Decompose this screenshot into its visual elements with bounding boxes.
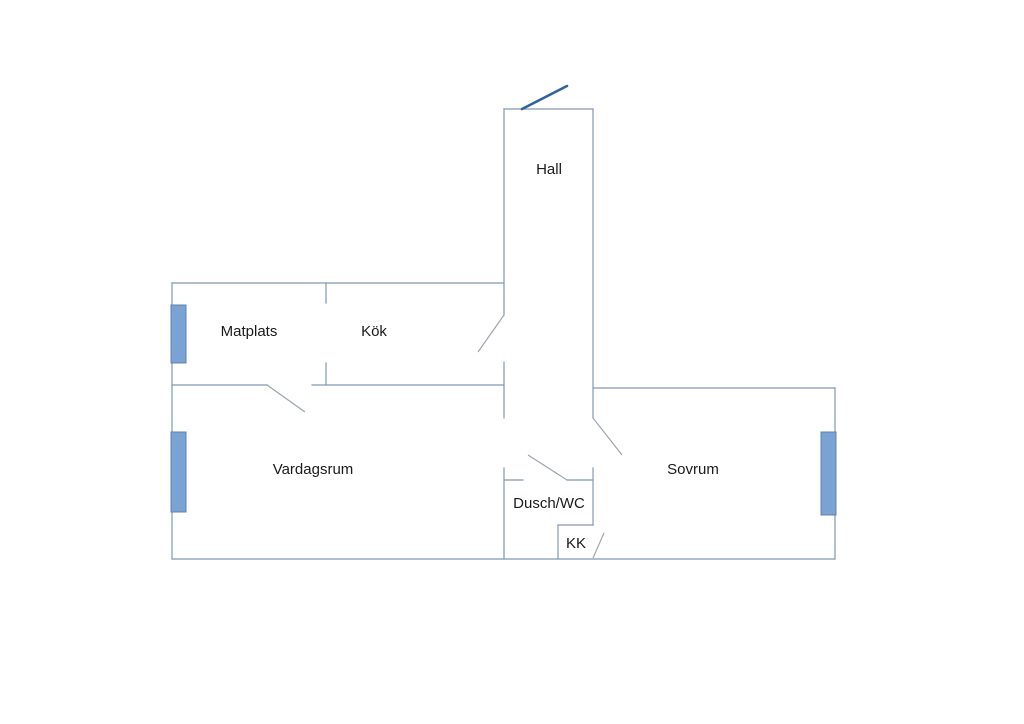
room-label-dusch-wc: Dusch/WC xyxy=(513,495,585,512)
windows xyxy=(170,304,837,516)
duschwc-door xyxy=(527,454,568,481)
room-label-sovrum: Sovrum xyxy=(667,461,719,478)
room-label-hall: Hall xyxy=(536,161,562,178)
doors xyxy=(266,84,623,559)
sovrum-door xyxy=(592,417,623,456)
room-labels: Hall Matplats Kök Vardagsrum Sovrum Dusc… xyxy=(221,161,719,552)
room-label-matplats: Matplats xyxy=(221,323,278,340)
kok-door xyxy=(477,314,505,353)
room-label-kok: Kök xyxy=(361,323,387,340)
entrance-door xyxy=(520,84,569,111)
sovrum-window xyxy=(820,431,837,516)
vardagsrum-door xyxy=(266,384,306,413)
room-label-kk: KK xyxy=(566,535,586,552)
vardagsrum-window xyxy=(170,431,187,513)
kk-door xyxy=(592,532,605,559)
matplats-window xyxy=(170,304,187,364)
room-label-vardagsrum: Vardagsrum xyxy=(273,461,354,478)
